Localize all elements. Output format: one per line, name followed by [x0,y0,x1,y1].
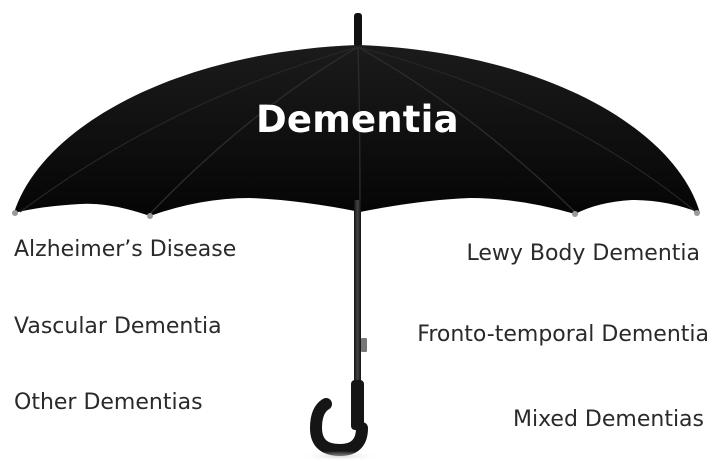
rib-tip [694,210,700,216]
umbrella-runner [361,338,367,352]
left-item-vascular: Vascular Dementia [14,316,222,338]
rib-tip [147,213,153,219]
right-item-mixed: Mixed Dementias [513,409,704,431]
left-item-alzheimers: Alzheimer’s Disease [14,239,236,261]
umbrella-shaft [354,200,361,400]
umbrella-title: Dementia [256,98,446,141]
rib-tip [12,210,18,216]
right-item-fronto-temporal: Fronto-temporal Dementia [417,324,709,346]
rib-tip [572,211,578,217]
left-item-other: Other Dementias [14,392,203,414]
right-item-lewy-body: Lewy Body Dementia [466,243,700,265]
umbrella-shadow [300,451,380,461]
umbrella-tip [354,13,362,47]
